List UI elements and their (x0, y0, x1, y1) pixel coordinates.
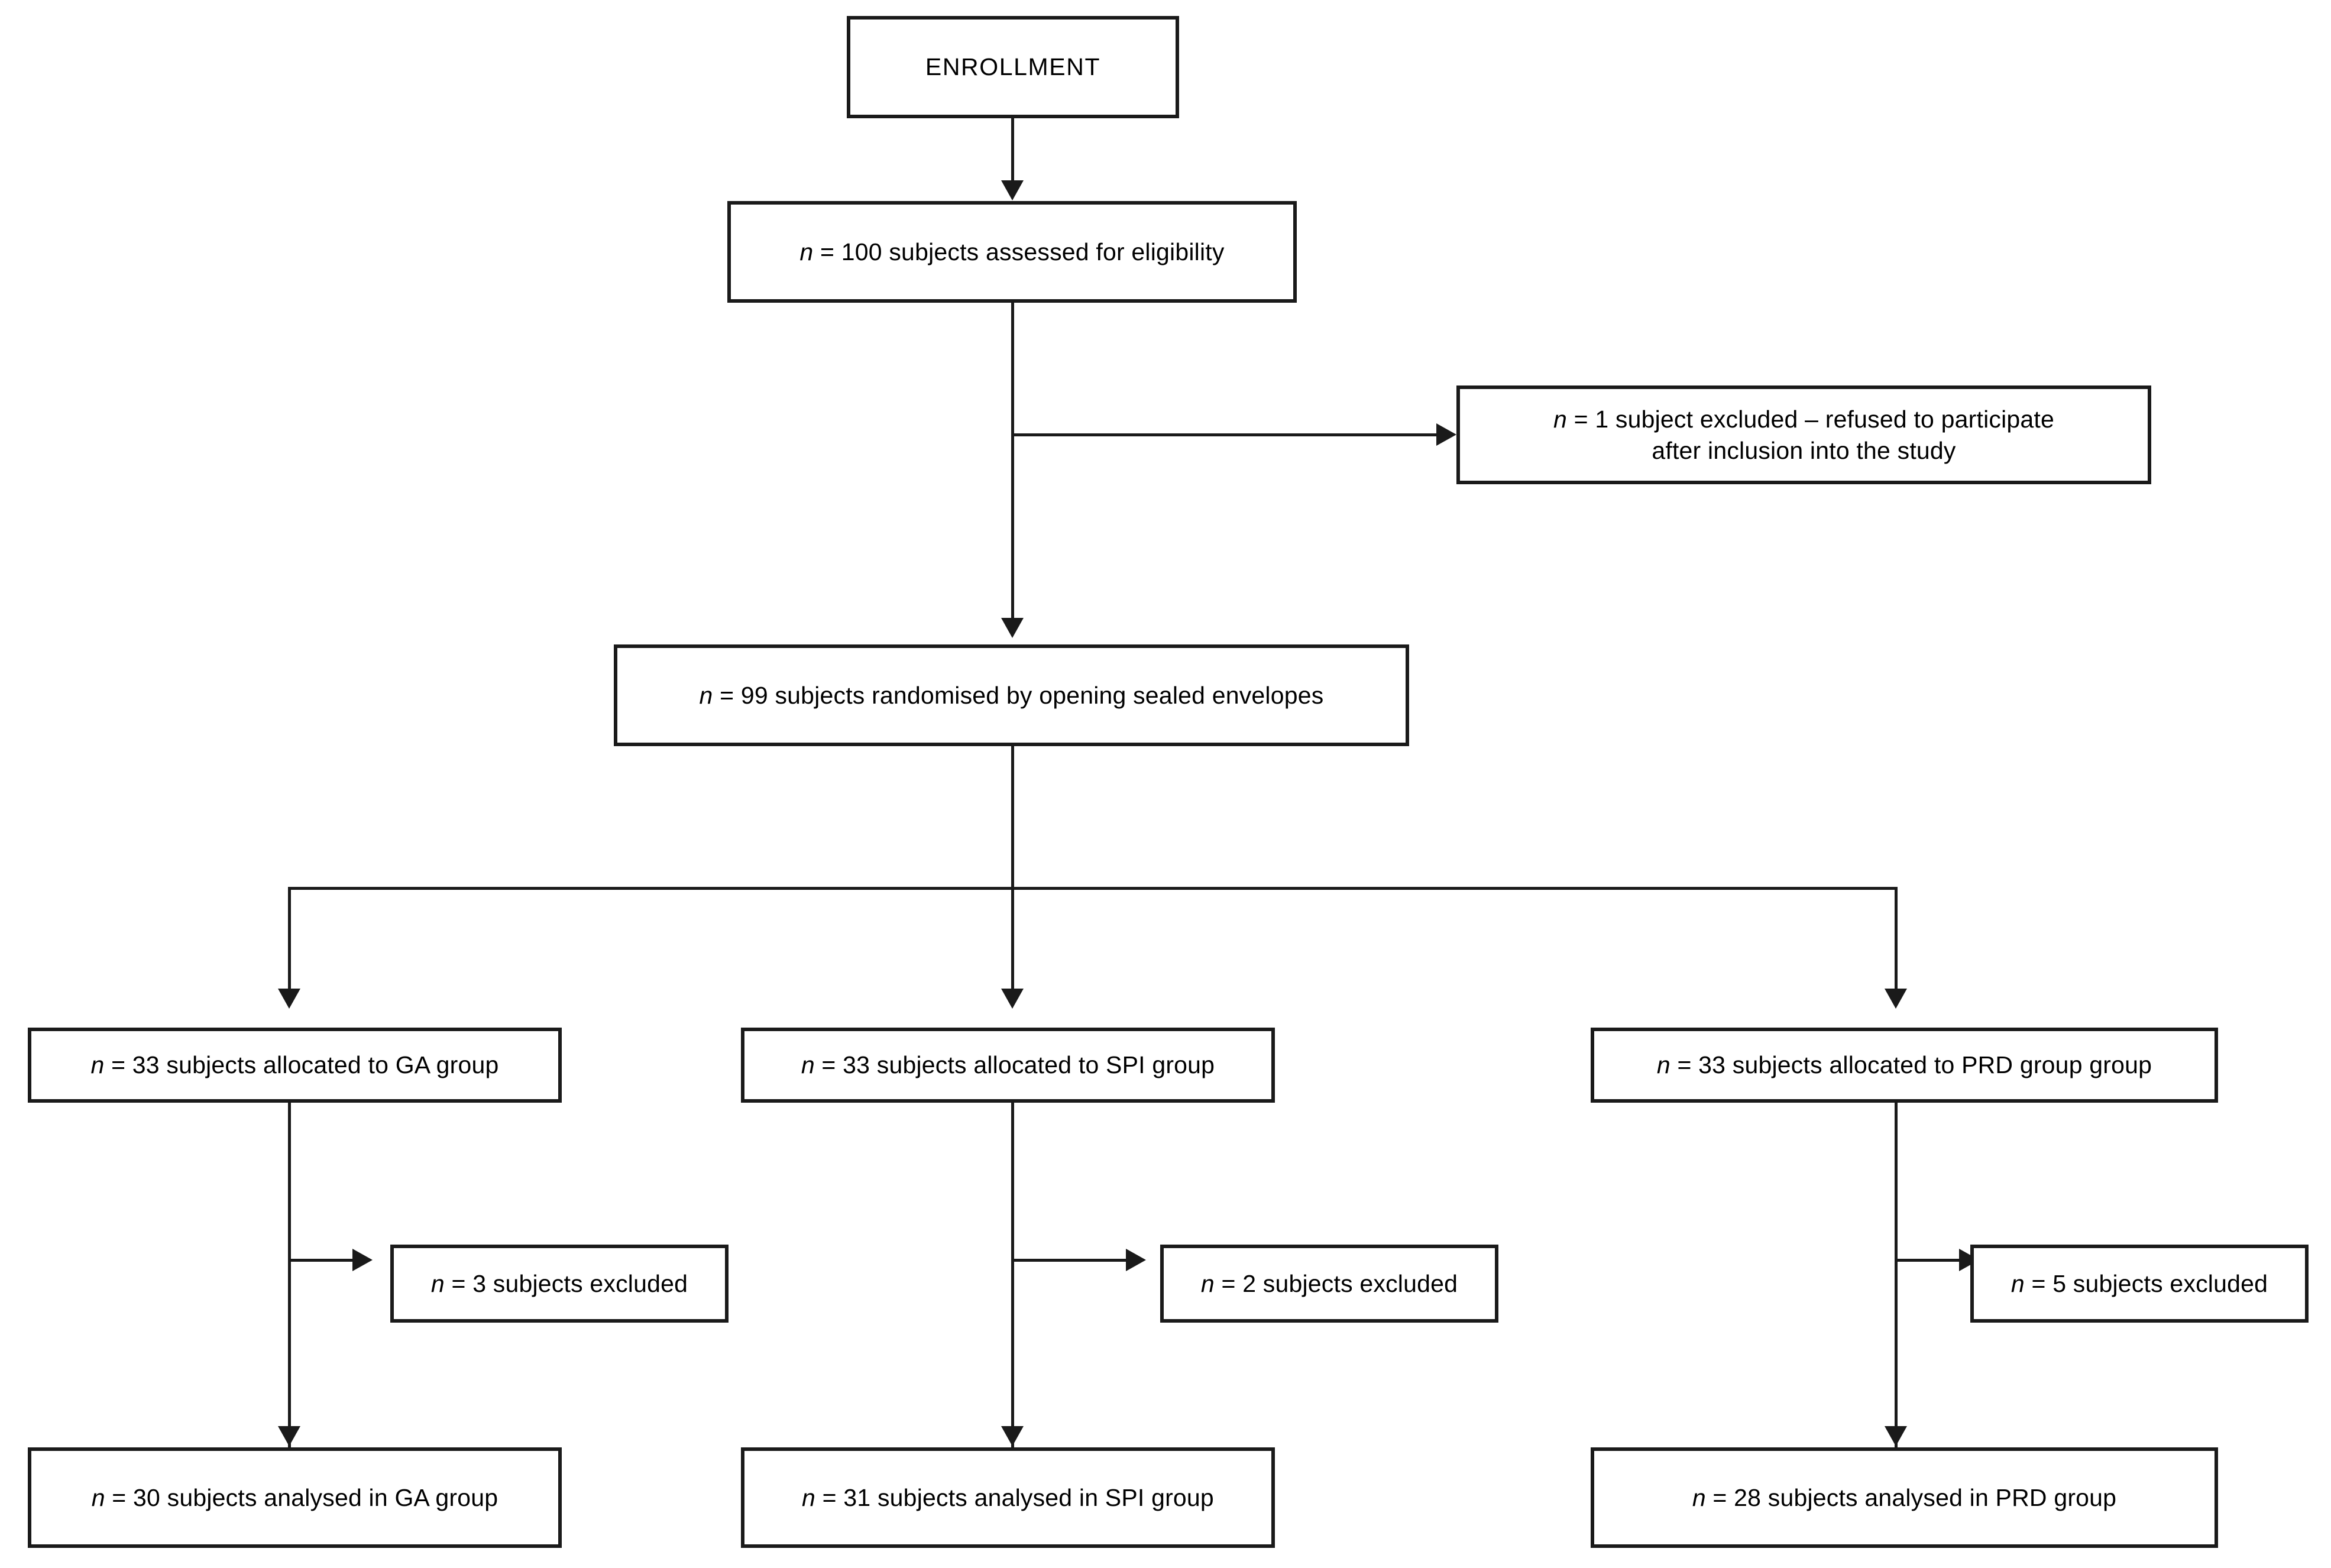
node-excluded-pre-randomisation: n = 1 subject excluded – refused to part… (1456, 385, 2151, 484)
arrowhead-spi-to-excluded (1126, 1249, 1146, 1271)
node-excluded-prd-label: n = 5 subjects excluded (2011, 1269, 2268, 1297)
connector-ga-to-excluded (288, 1259, 356, 1262)
arrowhead-split-to-allocated-ga (278, 989, 300, 1009)
node-excluded-prd: n = 5 subjects excluded (1970, 1245, 2309, 1323)
arrowhead-ga-to-excluded (352, 1249, 373, 1271)
node-allocated-ga: n = 33 subjects allocated to GA group (28, 1028, 562, 1103)
node-analysed-spi-label: n = 31 subjects analysed in SPI group (802, 1483, 1214, 1511)
connector-split-to-allocated-ga (288, 887, 291, 1005)
node-allocated-ga-label: n = 33 subjects allocated to GA group (90, 1051, 499, 1079)
node-enrollment-header-label: ENROLLMENT (925, 53, 1101, 81)
arrowhead-assessed-to-excluded-pre (1436, 423, 1456, 446)
arrowhead-split-to-allocated-spi (1001, 989, 1024, 1009)
connector-prd-to-excluded (1895, 1259, 1963, 1262)
node-randomised: n = 99 subjects randomised by opening se… (614, 644, 1409, 746)
connector-spi-stem (1011, 1103, 1014, 1449)
node-excluded-spi-label: n = 2 subjects excluded (1200, 1269, 1458, 1297)
arrowhead-split-to-allocated-prd (1885, 989, 1907, 1009)
connector-prd-stem (1895, 1103, 1898, 1449)
node-excluded-pre-randomisation-label: n = 1 subject excluded – refused to part… (1553, 406, 2055, 464)
node-allocated-spi: n = 33 subjects allocated to SPI group (741, 1028, 1275, 1103)
node-randomised-label: n = 99 subjects randomised by opening se… (699, 681, 1324, 709)
connector-spi-to-excluded (1011, 1259, 1129, 1262)
node-excluded-ga-label: n = 3 subjects excluded (430, 1269, 688, 1297)
connector-split-to-allocated-spi (1011, 887, 1014, 1005)
node-allocated-spi-label: n = 33 subjects allocated to SPI group (801, 1051, 1215, 1079)
node-allocated-prd-label: n = 33 subjects allocated to PRD group g… (1656, 1051, 2152, 1079)
node-analysed-spi: n = 31 subjects analysed in SPI group (741, 1447, 1275, 1548)
arrowhead-spi-to-analysed (1001, 1426, 1024, 1446)
connector-randomised-stem (1011, 746, 1014, 889)
node-analysed-prd: n = 28 subjects analysed in PRD group (1591, 1447, 2218, 1548)
connector-split-to-allocated-prd (1895, 887, 1898, 1005)
node-enrollment-header: ENROLLMENT (847, 16, 1179, 118)
node-assessed-for-eligibility-label: n = 100 subjects assessed for eligibilit… (799, 238, 1225, 265)
connector-header-to-assessed (1011, 118, 1014, 184)
connector-assessed-to-excluded-pre (1011, 433, 1440, 436)
arrowhead-header-to-assessed (1001, 180, 1024, 200)
node-excluded-spi: n = 2 subjects excluded (1160, 1245, 1498, 1323)
connector-randomised-split-bus (288, 887, 1898, 890)
node-analysed-ga: n = 30 subjects analysed in GA group (28, 1447, 562, 1548)
node-assessed-for-eligibility: n = 100 subjects assessed for eligibilit… (727, 201, 1297, 303)
connector-ga-stem (288, 1103, 291, 1449)
arrowhead-prd-to-analysed (1885, 1426, 1907, 1446)
node-excluded-ga: n = 3 subjects excluded (390, 1245, 729, 1323)
node-analysed-ga-label: n = 30 subjects analysed in GA group (91, 1483, 498, 1511)
node-allocated-prd: n = 33 subjects allocated to PRD group g… (1591, 1028, 2218, 1103)
node-analysed-prd-label: n = 28 subjects analysed in PRD group (1692, 1483, 2117, 1511)
arrowhead-assessed-to-randomised (1001, 618, 1024, 638)
arrowhead-ga-to-analysed (278, 1426, 300, 1446)
connector-assessed-to-randomised (1011, 303, 1014, 622)
